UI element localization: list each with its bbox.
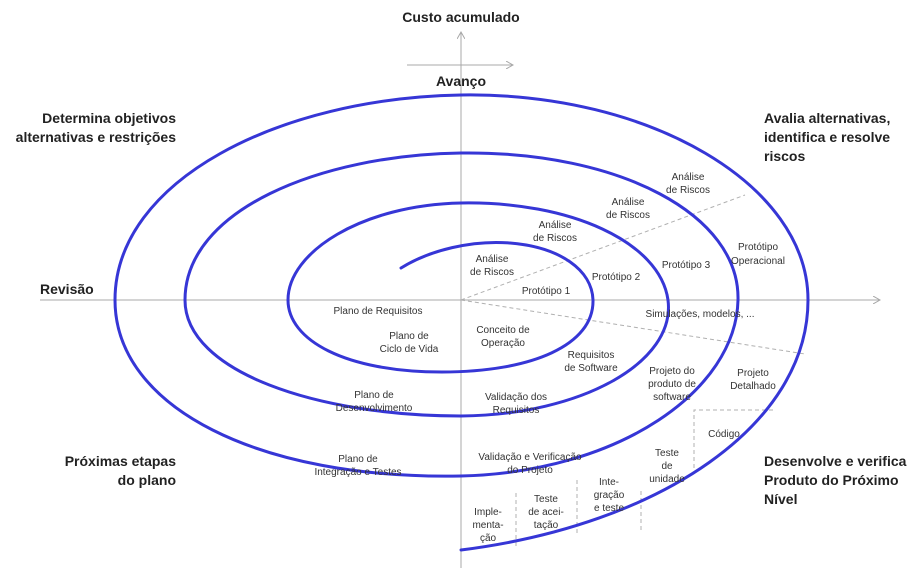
quadrant-top-left-line2: alternativas e restrições: [16, 129, 177, 145]
design-vv-line1: Validação e Verificação: [478, 452, 582, 463]
dashed-guide-lower: [460, 299, 806, 355]
dashed-guide-upper: [460, 194, 746, 301]
design-vv-line2: do Projeto: [507, 465, 553, 476]
implementation-line1: Imple-: [474, 507, 502, 518]
requirements-validation-line1: Validação dos: [485, 392, 547, 403]
quadrant-bottom-left-line2: do plano: [118, 472, 176, 488]
risk-analysis-3-line1: Análise: [612, 197, 645, 208]
risk-analysis-2-line2: de Riscos: [533, 233, 577, 244]
implementation-line3: ção: [480, 533, 497, 544]
concept-line1: Conceito de: [476, 325, 530, 336]
concept-line2: Operação: [481, 338, 525, 349]
integration-test-line1: Inte-: [599, 477, 619, 488]
prototype-2-label: Protótipo 2: [592, 272, 641, 283]
unit-test-line1: Teste: [655, 448, 679, 459]
development-plan-line2: Desenvolvimento: [336, 403, 413, 414]
quadrant-top-right-line2: identifica e resolve: [764, 129, 890, 145]
review-label: Revisão: [40, 281, 94, 297]
prototype-3-label: Protótipo 3: [662, 260, 711, 271]
integration-plan-line1: Plano de: [338, 454, 378, 465]
quadrant-bottom-left-line1: Próximas etapas: [65, 453, 176, 469]
acceptance-test-line2: de acei-: [528, 507, 564, 518]
implementation-line2: menta-: [472, 520, 503, 531]
lifecycle-plan-line2: Ciclo de Vida: [380, 344, 439, 355]
risk-analysis-1-line2: de Riscos: [470, 267, 514, 278]
operational-prototype-line2: Operacional: [731, 256, 785, 267]
dashed-code-box: [693, 409, 775, 468]
product-design-line2: produto de: [648, 379, 696, 390]
cumulative-cost-label: Custo acumulado: [402, 9, 519, 25]
prototype-1-label: Protótipo 1: [522, 286, 571, 297]
spiral-path: [113, 93, 810, 552]
product-design-line3: software: [653, 392, 691, 403]
quadrant-bottom-right-line3: Nível: [764, 491, 797, 507]
product-design-line1: Projeto do: [649, 366, 695, 377]
quadrant-top-right-line1: Avalia alternativas,: [764, 110, 890, 126]
operational-prototype-line1: Protótipo: [738, 242, 778, 253]
integration-test-line2: gração: [594, 490, 625, 501]
acceptance-test-line3: tação: [534, 520, 559, 531]
quadrant-top-right-line3: riscos: [764, 148, 805, 164]
simulations-label: Simulações, modelos, ...: [646, 309, 755, 320]
quadrant-bottom-right-line2: Produto do Próximo: [764, 472, 899, 488]
risk-analysis-1-line1: Análise: [476, 254, 509, 265]
risk-analysis-2-line1: Análise: [539, 220, 572, 231]
integration-plan-line2: Integração e Testes: [314, 467, 401, 478]
quadrant-bottom-right-line1: Desenvolve e verifica: [764, 453, 907, 469]
software-requirements-line2: de Software: [564, 363, 618, 374]
quadrant-top-left-line1: Determina objetivos: [42, 110, 176, 126]
detailed-design-line1: Projeto: [737, 368, 769, 379]
lifecycle-plan-line1: Plano de: [389, 331, 429, 342]
requirements-validation-line2: Requisitos: [493, 405, 540, 416]
integration-test-line3: e teste: [594, 503, 624, 514]
development-plan-line1: Plano de: [354, 390, 394, 401]
progress-label: Avanço: [436, 73, 486, 89]
risk-analysis-4-line2: de Riscos: [666, 185, 710, 196]
risk-analysis-4-line1: Análise: [672, 172, 705, 183]
unit-test-line2: de: [661, 461, 673, 472]
risk-analysis-3-line2: de Riscos: [606, 210, 650, 221]
software-requirements-line1: Requisitos: [568, 350, 615, 361]
code-label: Código: [708, 429, 740, 440]
acceptance-test-line1: Teste: [534, 494, 558, 505]
requirements-plan-label: Plano de Requisitos: [334, 306, 423, 317]
detailed-design-line2: Detalhado: [730, 381, 776, 392]
unit-test-line3: unidade: [649, 474, 685, 485]
